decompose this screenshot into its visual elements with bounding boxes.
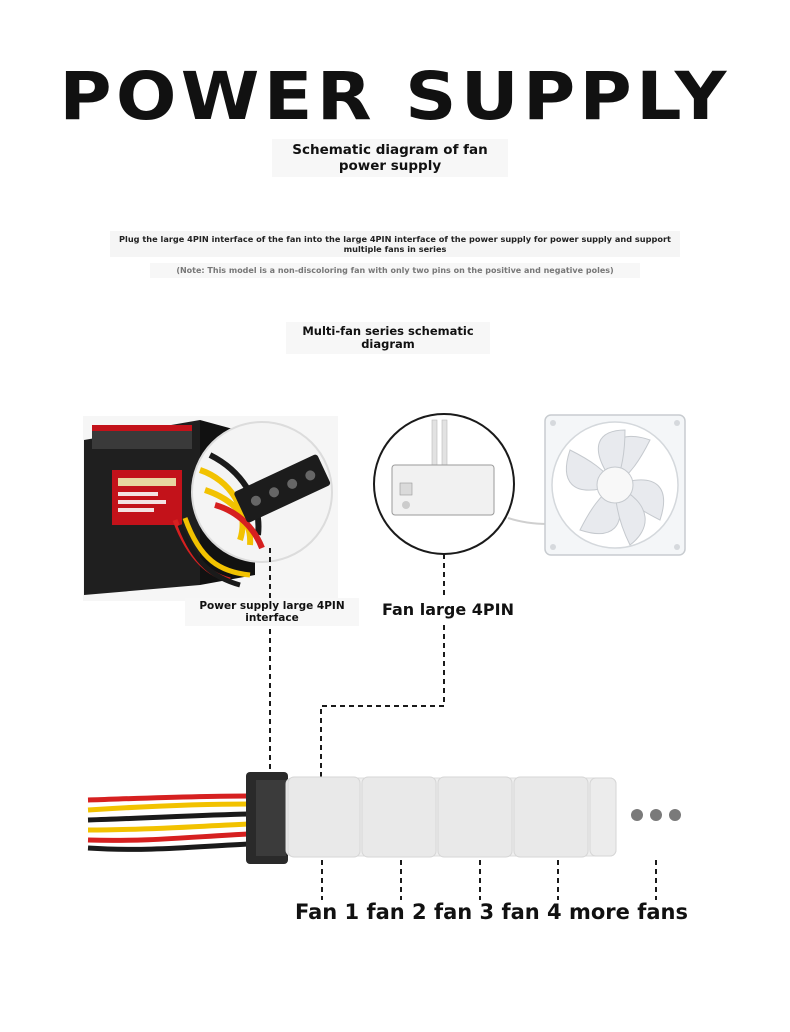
diagram-subtitle: Schematic diagram of fan power supply [272, 139, 508, 177]
page-title: POWER SUPPLY [59, 58, 731, 135]
fan-connector-label: Fan large 4PIN [382, 600, 514, 619]
guide-lines [269, 548, 657, 900]
fan-4pin-connector-image [373, 413, 549, 555]
instruction-text: Plug the large 4PIN interface of the fan… [110, 231, 680, 257]
cooling-fan-image [544, 414, 686, 556]
note-text: (Note: This model is a non-discoloring f… [150, 263, 640, 278]
psu-wire-bundle [87, 793, 251, 852]
fan-label-3: fan 3 [433, 900, 495, 924]
fan-label-more: more fans [568, 900, 688, 924]
power-supply-image [83, 416, 338, 601]
psu-4pin-connector [246, 772, 288, 864]
fan-series-labels: Fan 1 fan 2 fan 3 fan 4 more fans [295, 900, 715, 924]
fan-label-1: Fan 1 [295, 900, 360, 924]
fan-label-4: fan 4 [501, 900, 562, 924]
series-diagram-title: Multi-fan series schematic diagram [286, 322, 490, 354]
fan-connector-chain [285, 776, 681, 858]
psu-connector-label: Power supply large 4PIN interface [185, 598, 359, 626]
fan-label-2: fan 2 [366, 900, 427, 924]
